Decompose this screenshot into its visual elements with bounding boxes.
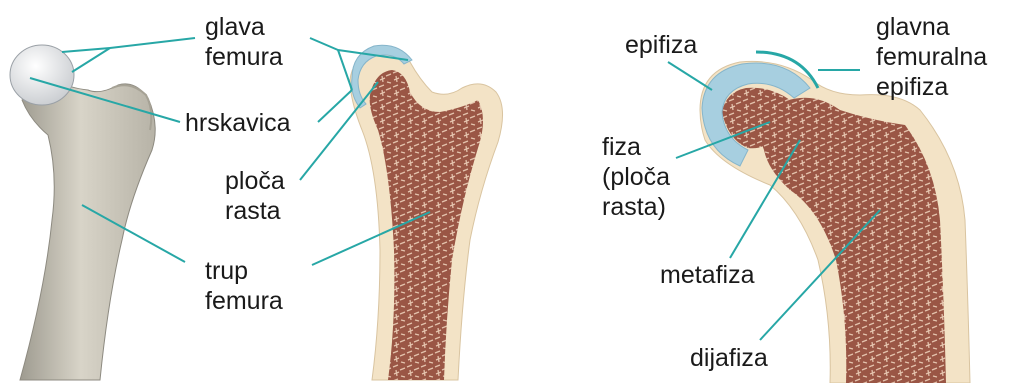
label-glava-femura-line2: femura xyxy=(205,42,283,72)
leader-glava-femura-4 xyxy=(310,38,338,50)
leader-glava-femura-6 xyxy=(338,50,352,90)
label-trup-femura-line2: femura xyxy=(205,286,283,316)
label-dijafiza: dijafiza xyxy=(690,343,768,373)
label-fiza-line3: rasta) xyxy=(602,192,670,222)
leader-hrskavica-2 xyxy=(318,90,352,122)
label-fiza-ploca-rasta: fiza (ploča rasta) xyxy=(602,132,670,222)
label-ploca-rasta-line2: rasta xyxy=(225,196,285,226)
femur-external-view xyxy=(10,45,155,380)
label-glava-femura: glava femura xyxy=(205,12,283,72)
label-metafiza: metafiza xyxy=(660,260,754,290)
femur-head-cartilage xyxy=(10,45,74,105)
label-glavna-femuralna-epifiza-line1: glavna xyxy=(876,12,987,42)
label-glavna-femuralna-epifiza: glavna femuralna epifiza xyxy=(876,12,987,102)
leader-glava-femura-1 xyxy=(110,38,195,48)
label-fiza-line1: fiza xyxy=(602,132,670,162)
label-ploca-rasta: ploča rasta xyxy=(225,166,285,226)
label-trup-femura: trup femura xyxy=(205,256,283,316)
label-glavna-femuralna-epifiza-line3: epifiza xyxy=(876,72,987,102)
label-fiza-line2: (ploča xyxy=(602,162,670,192)
label-ploca-rasta-line1: ploča xyxy=(225,166,285,196)
label-glava-femura-line1: glava xyxy=(205,12,283,42)
label-glavna-femuralna-epifiza-line2: femuralna xyxy=(876,42,987,72)
label-trup-femura-line1: trup xyxy=(205,256,283,286)
label-epifiza: epifiza xyxy=(625,30,697,60)
label-hrskavica: hrskavica xyxy=(185,108,291,138)
leader-epifiza xyxy=(668,62,712,90)
